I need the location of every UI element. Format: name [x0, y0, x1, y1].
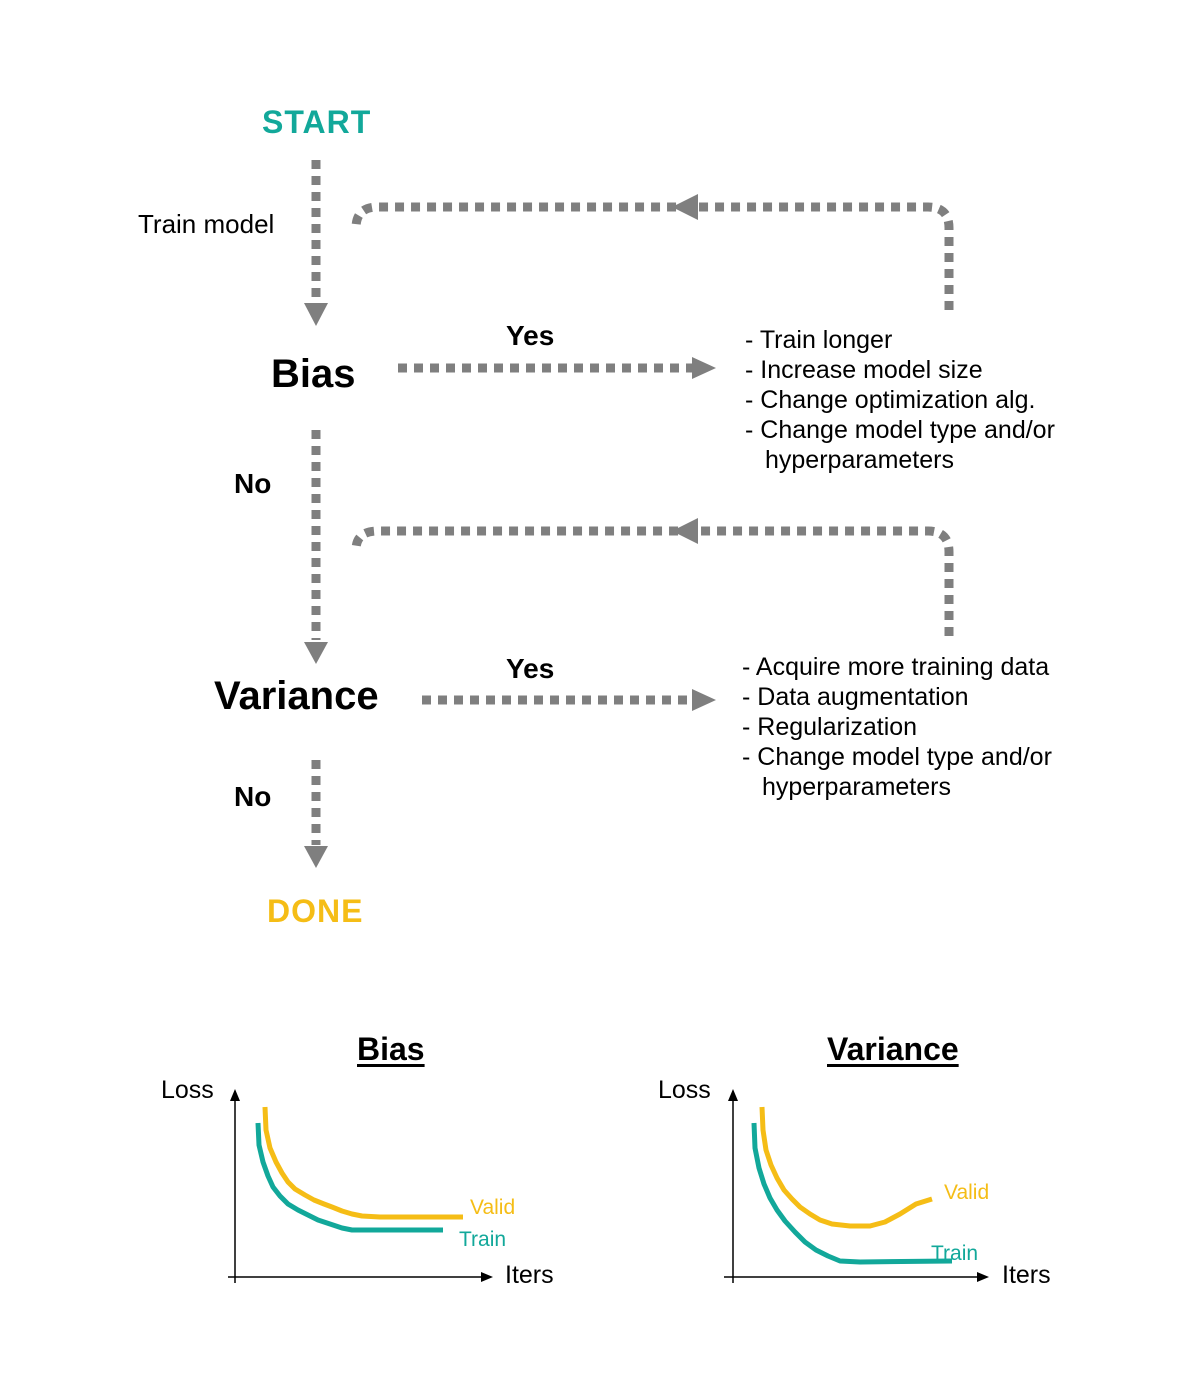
arrow-variance-to-done: [304, 760, 328, 868]
bias-chart-axes: [228, 1089, 493, 1283]
bias-chart-title: Bias: [357, 1031, 425, 1067]
variance-remedy-item: - Data augmentation: [742, 683, 969, 711]
bias-chart-xlabel: Iters: [505, 1261, 554, 1289]
bias-remedies-list: - Train longer - Increase model size - C…: [745, 325, 1055, 475]
bias-remedy-item: - Train longer: [745, 326, 893, 354]
bias-remedy-item: - Change optimization alg.: [745, 386, 1036, 414]
variance-valid-label: Valid: [944, 1181, 990, 1204]
variance-valid-curve: [759, 1106, 933, 1229]
bias-remedy-item: - Change model type and/or: [745, 416, 1055, 444]
variance-no-label: No: [234, 781, 272, 812]
loop-arrow-bias-feedback: [351, 194, 954, 310]
arrow-variance-yes: [422, 689, 716, 711]
start-node: START: [262, 104, 372, 140]
train-model-label: Train model: [138, 209, 275, 239]
variance-chart-title: Variance: [827, 1031, 959, 1067]
variance-train-label: Train: [931, 1242, 979, 1265]
bias-valid-curve: [262, 1106, 463, 1220]
arrow-start-to-bias: [304, 160, 328, 326]
variance-remedy-item: - Change model type and/or: [742, 743, 1052, 771]
arrow-bias-yes: [398, 357, 716, 379]
bias-train-label: Train: [459, 1228, 507, 1251]
variance-chart-axes: [724, 1089, 989, 1283]
variance-node: Variance: [214, 674, 379, 718]
bias-valid-label: Valid: [470, 1196, 516, 1219]
bias-yes-label: Yes: [506, 320, 555, 351]
bias-chart-ylabel: Loss: [161, 1076, 214, 1104]
variance-chart-xlabel: Iters: [1002, 1261, 1051, 1289]
bias-remedy-item: hyperparameters: [765, 446, 954, 474]
arrow-bias-to-variance: [304, 430, 328, 664]
bias-train-curve: [255, 1122, 443, 1233]
variance-train-curve: [751, 1122, 953, 1265]
done-node: DONE: [267, 893, 364, 929]
variance-yes-label: Yes: [506, 653, 555, 684]
variance-remedy-item: - Acquire more training data: [742, 653, 1050, 681]
bias-no-label: No: [234, 468, 272, 499]
variance-chart-ylabel: Loss: [658, 1076, 711, 1104]
variance-remedy-item: - Regularization: [742, 713, 918, 741]
variance-remedies-list: - Acquire more training data - Data augm…: [742, 652, 1052, 802]
bias-remedy-item: - Increase model size: [745, 356, 983, 384]
bias-node: Bias: [271, 352, 356, 396]
variance-remedy-item: hyperparameters: [762, 773, 951, 801]
loop-arrow-variance-feedback: [351, 518, 954, 636]
